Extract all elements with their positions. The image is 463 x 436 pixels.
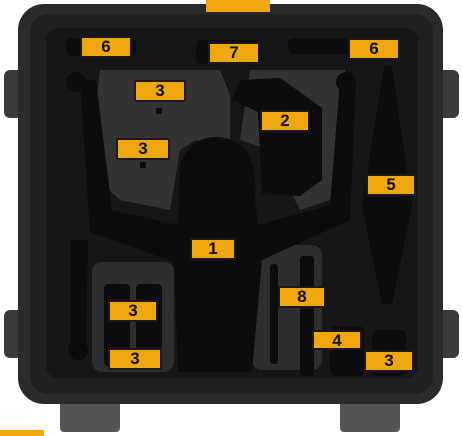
label-battery-lower-2: 3 [108, 348, 162, 370]
arm-lower-left [70, 240, 88, 352]
label-propeller-slot: 5 [366, 174, 416, 196]
label-gimbal: 2 [260, 110, 310, 132]
label-battery-upper-1: 3 [134, 80, 186, 102]
label-accessory-right: 6 [348, 38, 400, 60]
narrow-slot-right [300, 256, 314, 376]
arm-end-top-left [66, 72, 86, 92]
label-accessory-left: 6 [80, 36, 132, 58]
label-drone-body: 1 [190, 238, 236, 260]
label-slot-8: 8 [278, 286, 326, 308]
top-tab [206, 0, 270, 12]
label-slot-4: 4 [312, 330, 362, 350]
arm-end-top-right [336, 72, 356, 92]
narrow-slot-left [270, 264, 278, 364]
bottom-left-tab [0, 430, 44, 436]
label-battery-lower-1: 3 [108, 300, 158, 322]
label-battery-upper-2: 3 [116, 138, 170, 160]
label-battery-lower-right: 3 [364, 350, 414, 372]
foam-detail-small [156, 108, 162, 114]
label-slot-7: 7 [208, 42, 260, 64]
foam-detail-small-2 [140, 162, 146, 168]
